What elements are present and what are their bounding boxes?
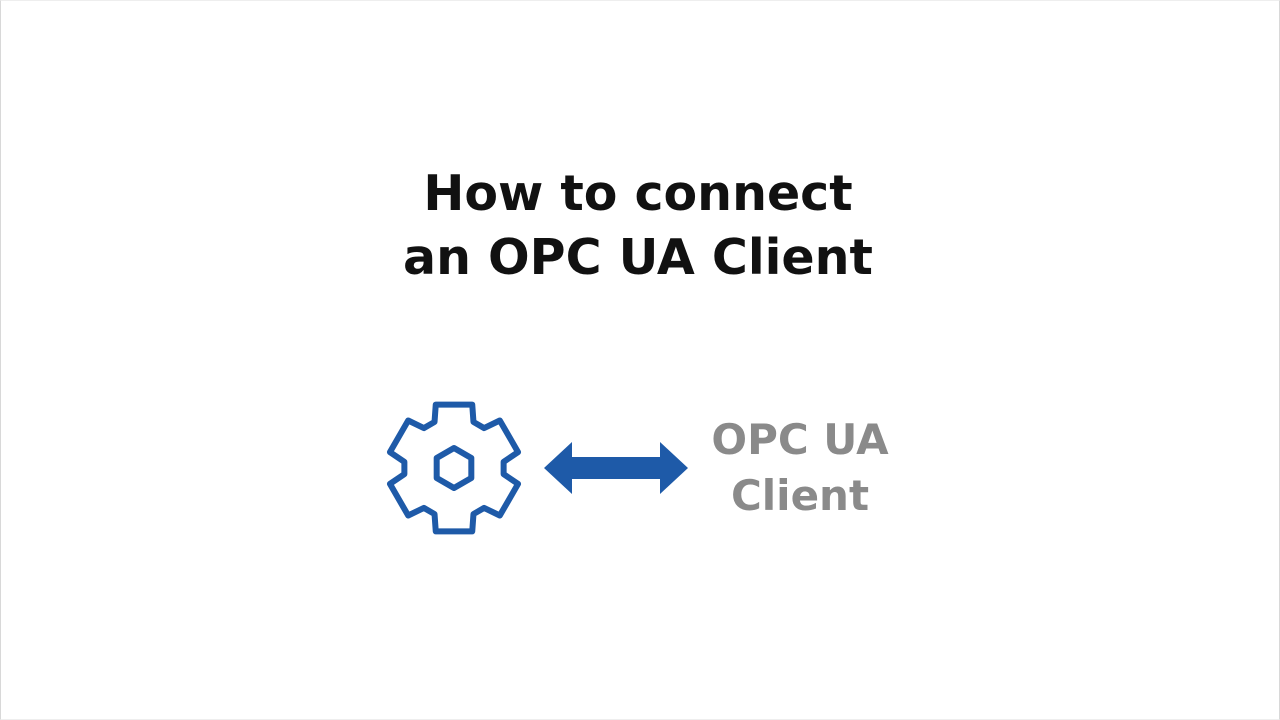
label-line-1: OPC UA [711, 415, 889, 464]
title-line-1: How to connect [423, 165, 853, 222]
slide-title: How to connect an OPC UA Client [0, 162, 1276, 290]
title-line-2: an OPC UA Client [403, 229, 873, 286]
opc-ua-client-label: OPC UA Client [700, 412, 900, 524]
label-line-2: Client [730, 471, 870, 520]
double-arrow-icon [544, 442, 688, 494]
gear-icon [386, 401, 522, 535]
